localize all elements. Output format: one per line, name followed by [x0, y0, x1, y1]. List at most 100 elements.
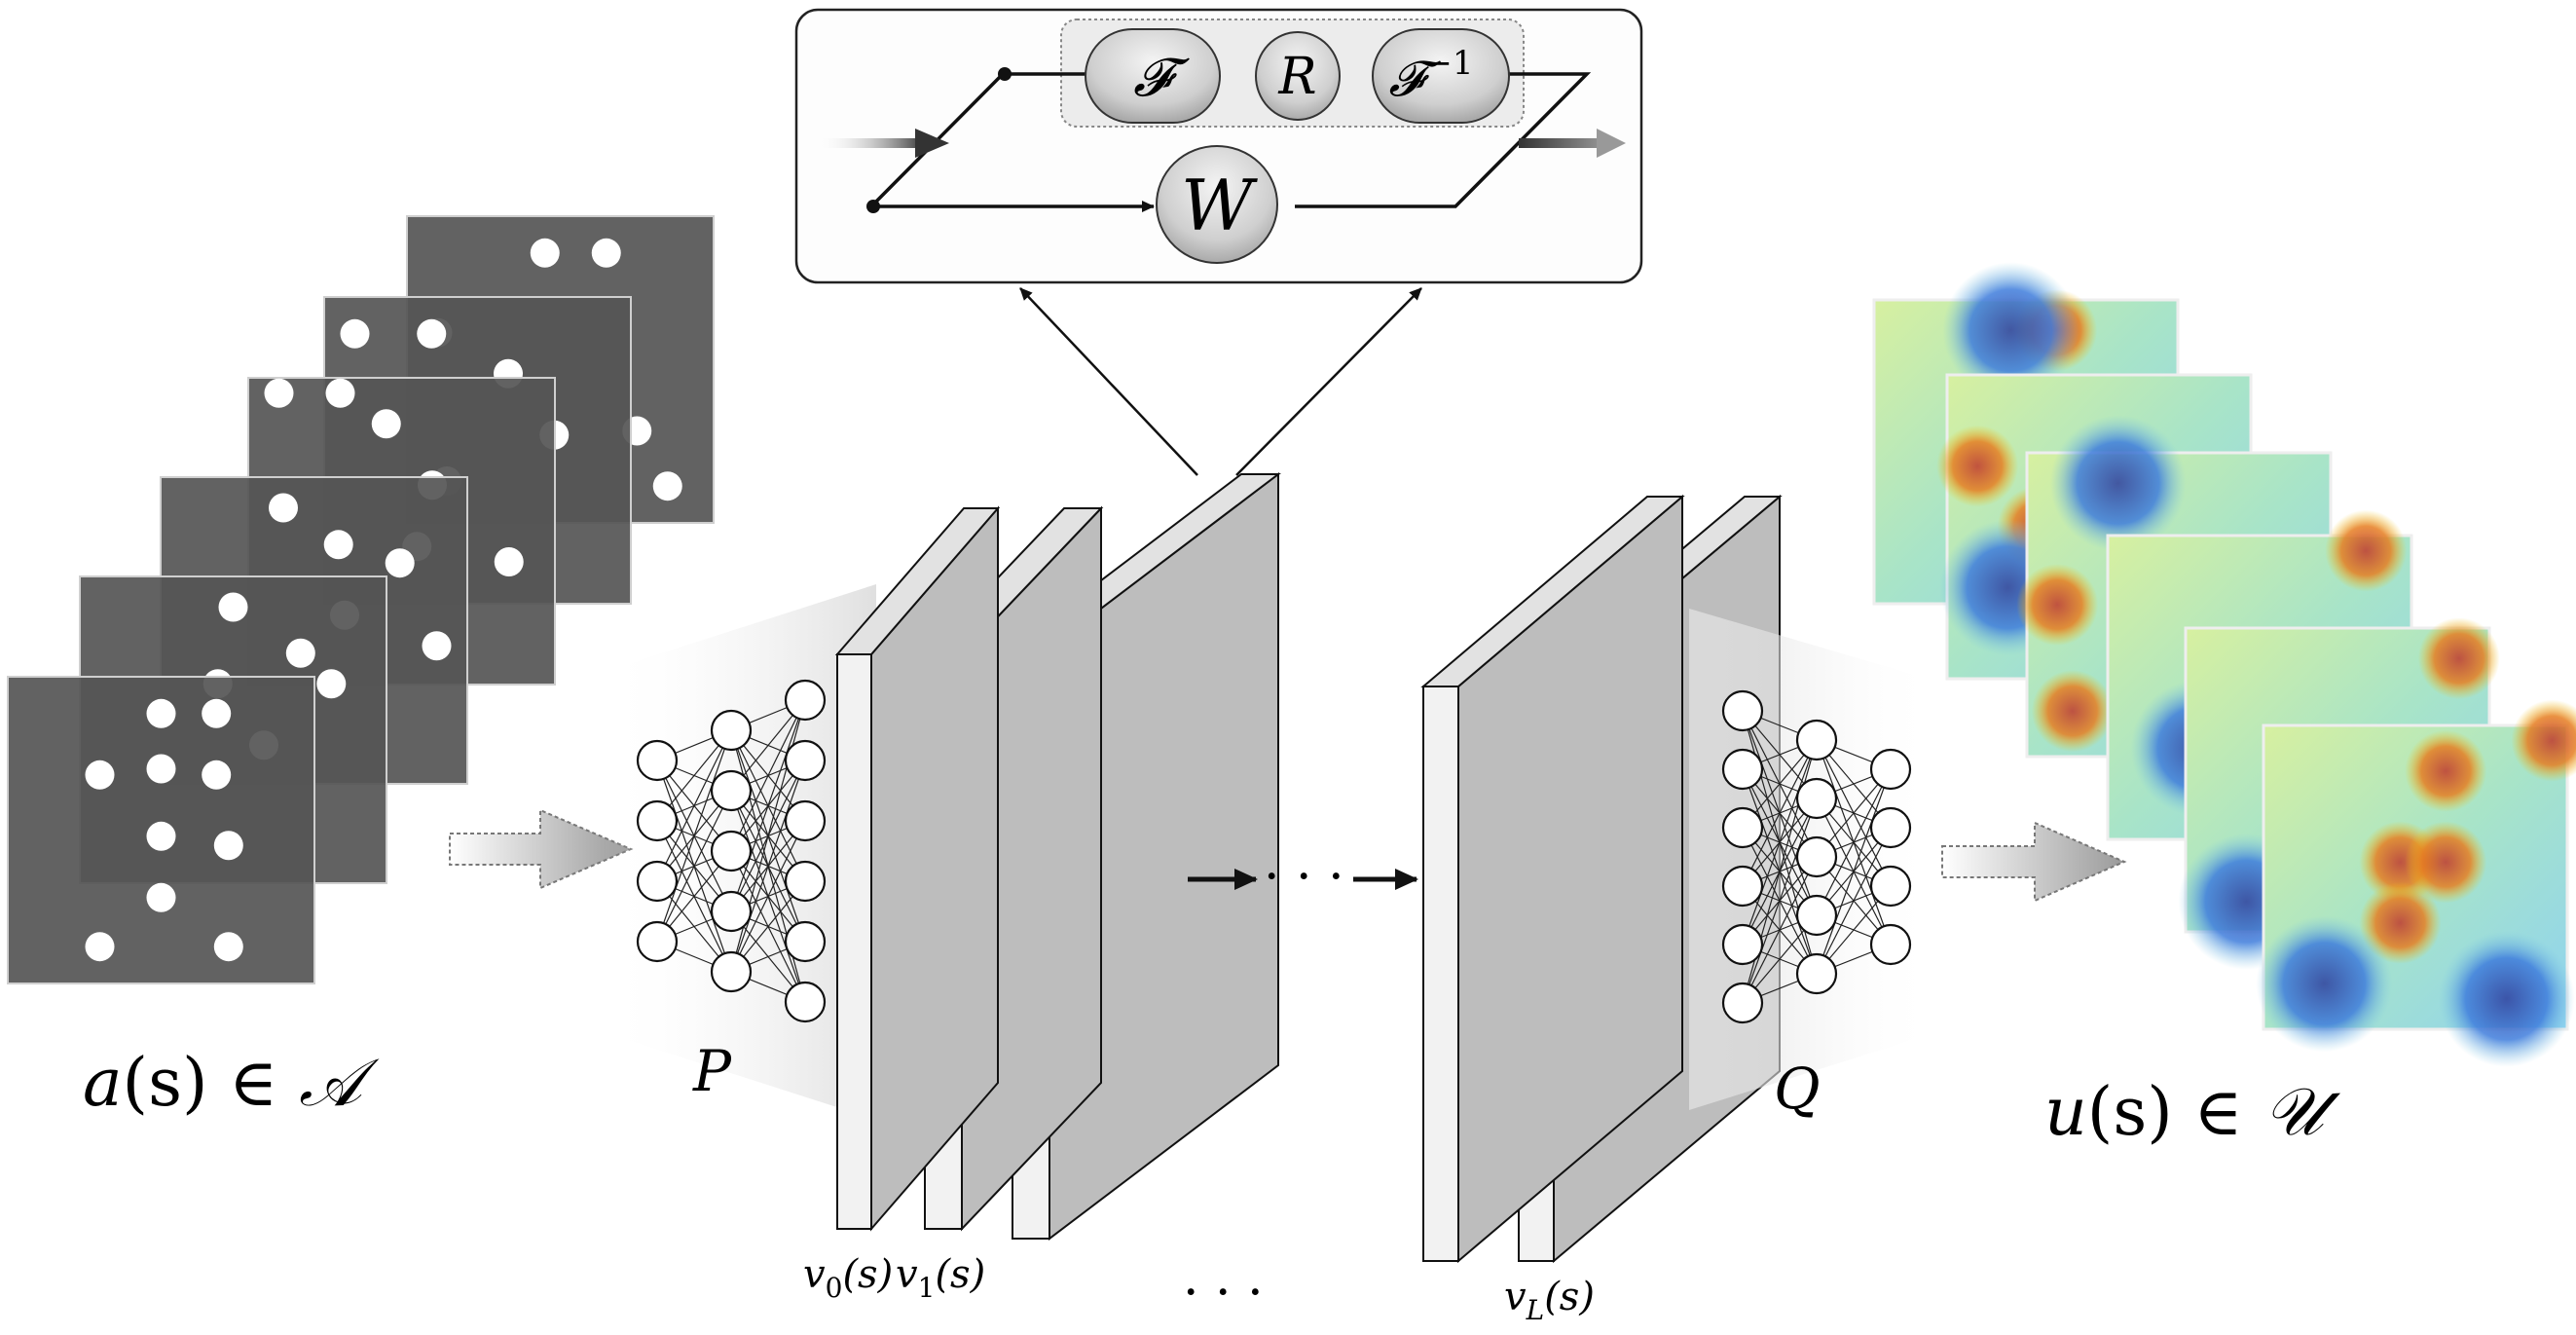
net-edge [656, 729, 732, 882]
net-node [784, 981, 827, 1023]
detail-output-tail [1519, 138, 1606, 148]
input-dot [530, 238, 560, 268]
output-label-u: u [2044, 1074, 2087, 1151]
net-edge [656, 729, 732, 943]
net-node [636, 799, 679, 842]
fourier-transform-box [1085, 28, 1221, 124]
net-node [636, 920, 679, 963]
net-node [1869, 865, 1912, 908]
heat-spot [2405, 729, 2487, 812]
slab-penultimate [1420, 494, 1685, 1264]
net-node [710, 950, 753, 993]
projection-label: Q [1774, 1056, 1821, 1122]
output-function-frames [1872, 262, 2576, 1067]
spectral-weight-symbol: R [1277, 48, 1316, 106]
input-dot [494, 547, 524, 576]
linear-transform-symbol: W [1181, 165, 1258, 246]
input-dot [422, 631, 452, 661]
zoom-line-right [1235, 287, 1422, 476]
detail-input-head [915, 129, 949, 158]
net-edge [1742, 856, 1818, 1004]
slab-first [834, 505, 1001, 1232]
net-edge [730, 699, 806, 852]
heat-spot [2359, 881, 2442, 964]
net-edge [1742, 739, 1818, 887]
zoom-line-left [1019, 287, 1198, 476]
net-node [1795, 835, 1838, 878]
net-node [636, 860, 679, 903]
net-edge [730, 820, 806, 973]
layer-label-vL: vL(s) [1504, 1275, 1595, 1326]
spectral-weight-box [1255, 31, 1341, 121]
projection-to-output-arrow [1941, 821, 2127, 903]
input-dot [285, 638, 315, 668]
output-label-paren: (s) ∈ [2087, 1074, 2264, 1151]
net-edge [1742, 739, 1818, 946]
upper-path-node [998, 67, 1012, 81]
net-edge [730, 760, 806, 973]
linear-transform-box [1156, 145, 1278, 264]
input-dot [340, 318, 370, 349]
input-dot [325, 378, 355, 408]
layer-label-v1: v1(s) [896, 1252, 985, 1304]
net-edge [1742, 797, 1818, 1004]
input-dot [85, 932, 115, 962]
input-dot [218, 592, 248, 622]
net-node [710, 890, 753, 933]
inverse-fourier-box [1372, 28, 1510, 124]
slab-front [836, 653, 872, 1230]
net-node [710, 709, 753, 752]
lifting-label: P [692, 1038, 732, 1104]
input-dot [385, 548, 415, 578]
heat-spot [2031, 670, 2114, 753]
net-edge [1816, 827, 1892, 975]
heat-spot [2417, 617, 2500, 700]
net-node [710, 830, 753, 872]
input-label-paren: (s) ∈ [123, 1045, 300, 1122]
detail-input-tail [818, 138, 925, 148]
heat-spot [2016, 564, 2099, 646]
input-dot [316, 669, 347, 699]
net-node [784, 799, 827, 842]
input-label-a: a [83, 1045, 123, 1122]
output-frame [2256, 699, 2576, 1067]
heat-spot [1936, 425, 2019, 507]
cold-spot [2438, 930, 2575, 1067]
input-dot [591, 238, 621, 268]
input-dot [146, 821, 176, 851]
input-dot [323, 530, 353, 560]
net-node [1869, 923, 1912, 966]
net-node [1721, 923, 1764, 966]
input-frame [7, 676, 315, 984]
net-node [1721, 748, 1764, 791]
net-node [1795, 777, 1838, 820]
net-node [784, 860, 827, 903]
lower-path-node [866, 200, 880, 213]
net-edge [1816, 768, 1892, 975]
input-function-frames [7, 215, 715, 984]
slab-front [1422, 686, 1459, 1262]
net-node [1869, 748, 1912, 791]
input-dot [371, 409, 401, 439]
net-node [1869, 806, 1912, 849]
lifting-network-p [636, 679, 827, 1023]
net-node [636, 739, 679, 782]
input-dot [202, 760, 232, 790]
input-dot [146, 882, 176, 912]
net-edge [730, 699, 806, 912]
fourier-layer-detail: 𝓕 R 𝓕−1 W [794, 8, 1643, 284]
input-dot [146, 698, 176, 728]
input-dot [213, 932, 243, 962]
net-node [1795, 952, 1838, 995]
net-edge [1816, 768, 1892, 916]
input-label-set: 𝒜 [299, 1045, 380, 1122]
heat-spot [2325, 509, 2408, 592]
input-dot [417, 318, 447, 349]
net-node [784, 739, 827, 782]
net-node [784, 679, 827, 722]
middle-ellipsis: · · · [1264, 848, 1344, 907]
input-dot [202, 698, 232, 728]
input-dot [146, 754, 176, 784]
projection-network-q [1721, 689, 1912, 1024]
